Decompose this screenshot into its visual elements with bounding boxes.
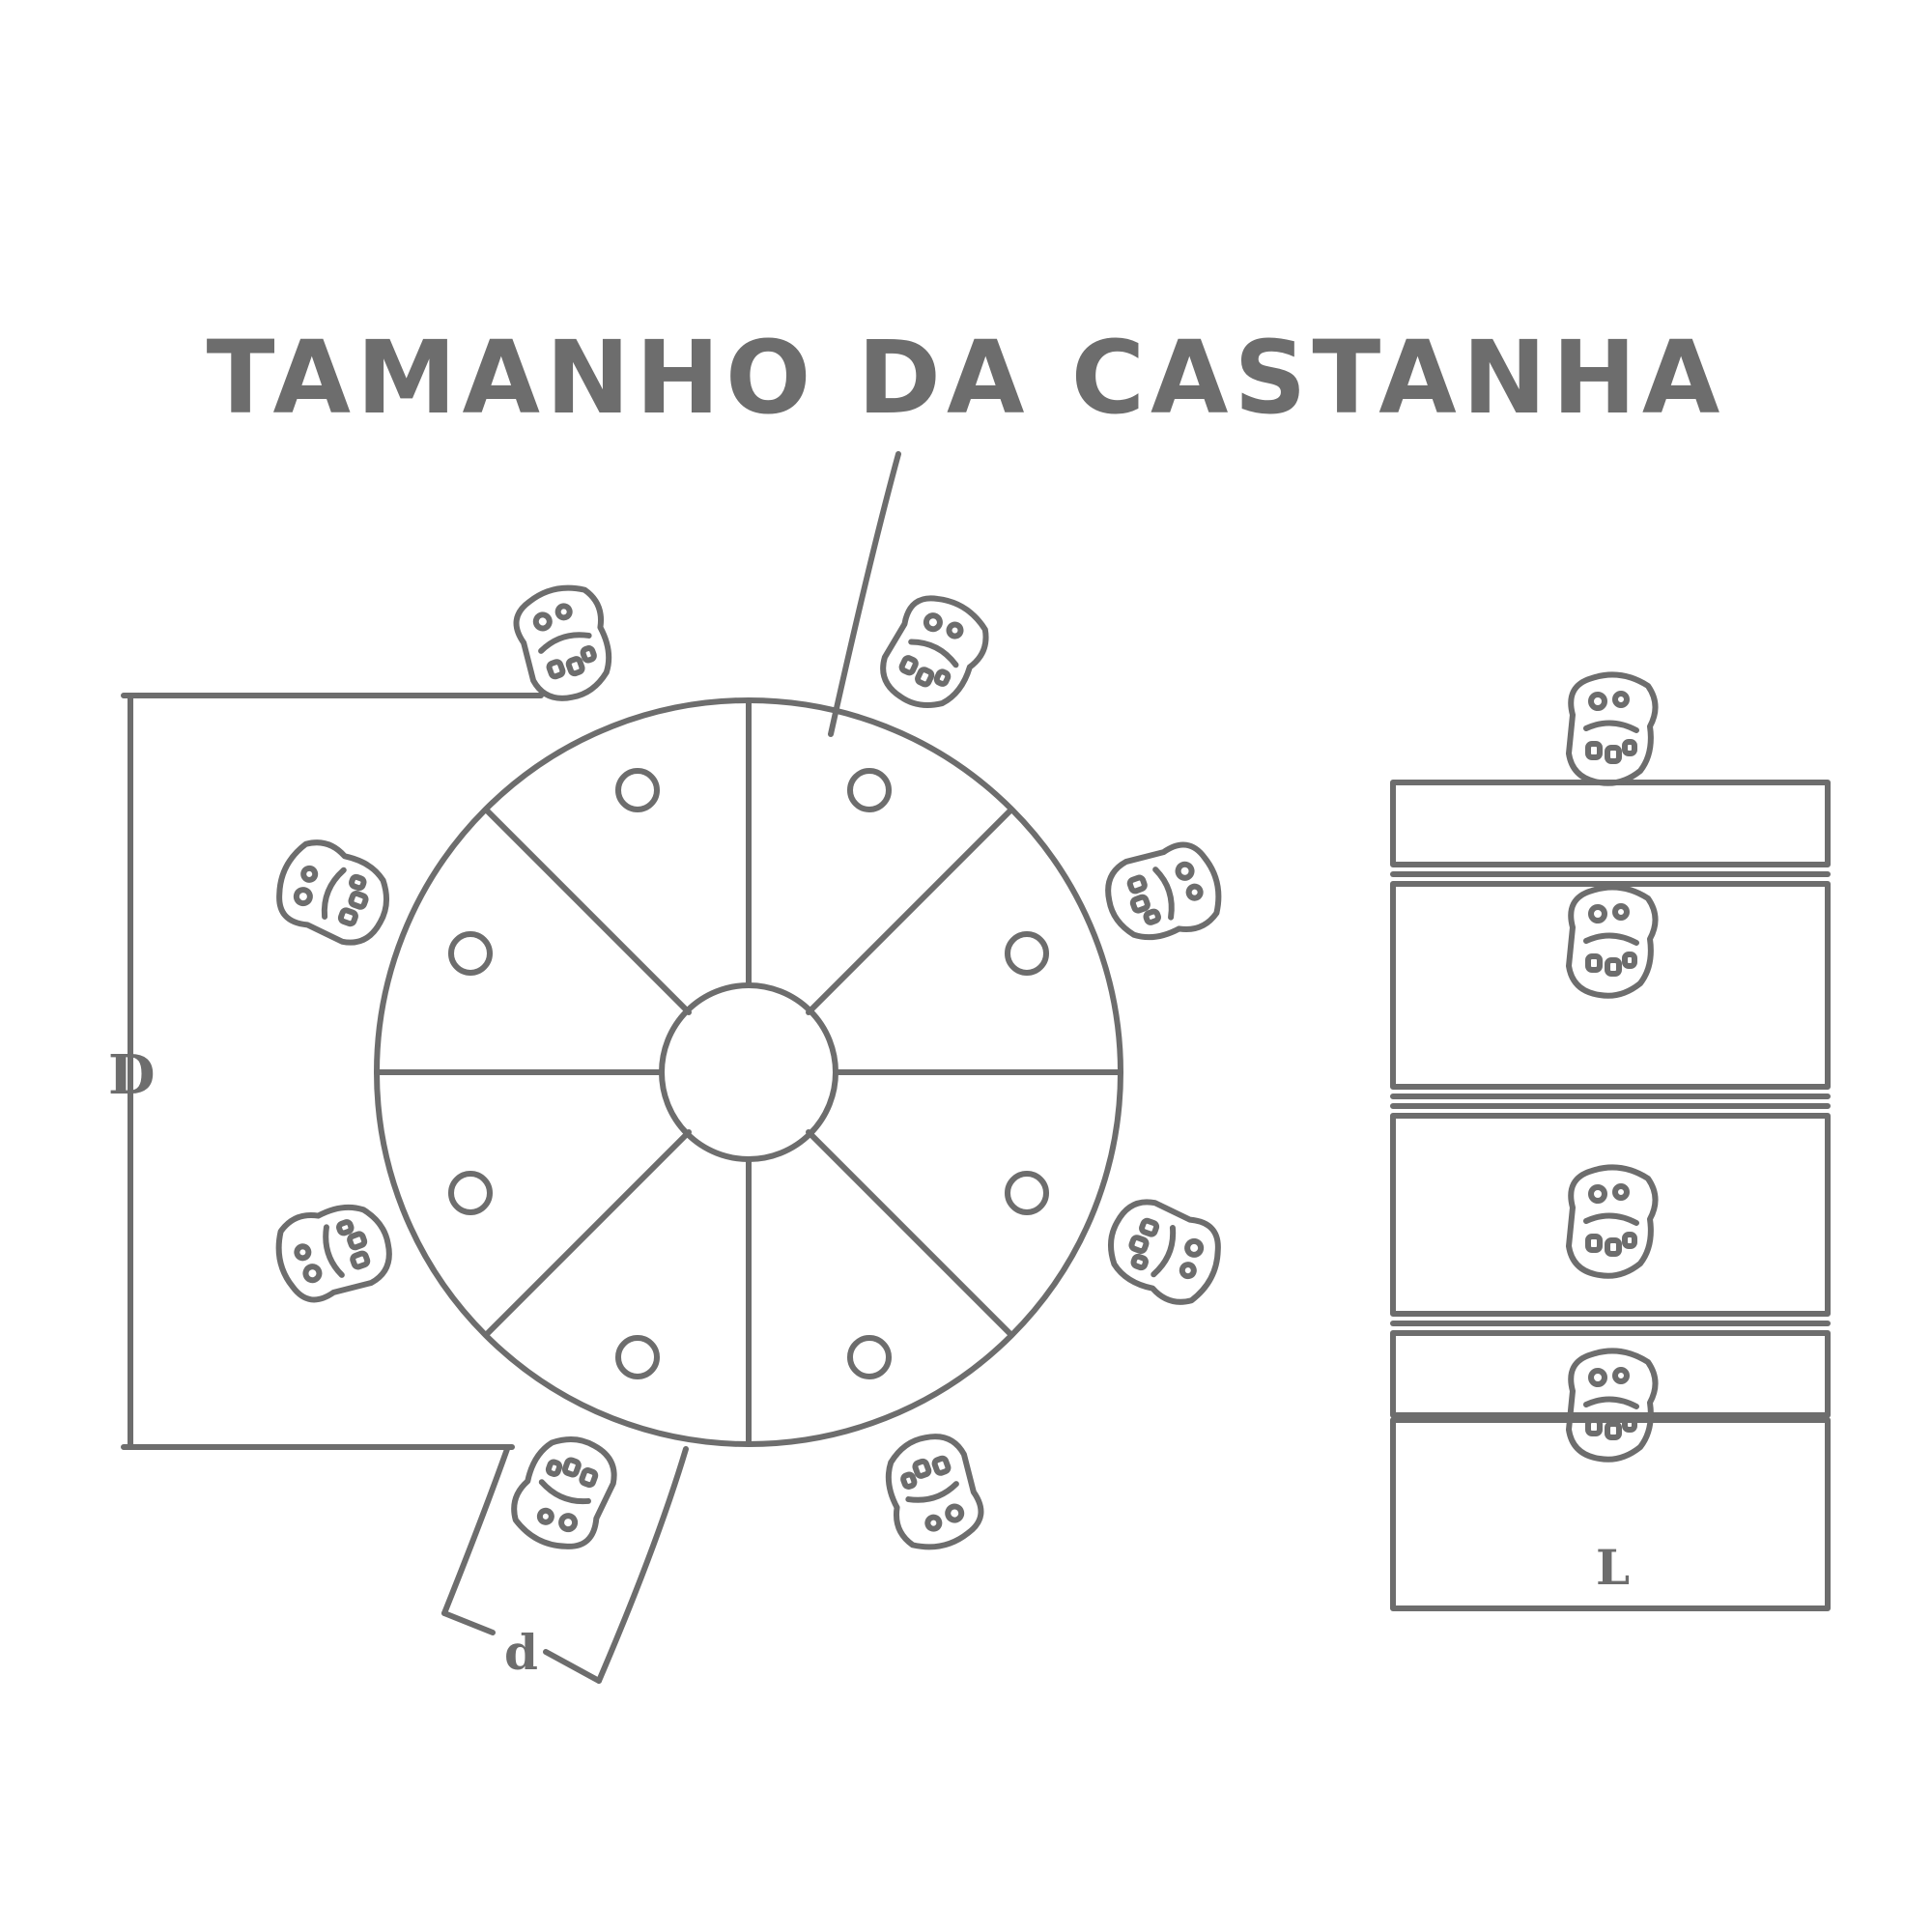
side-view	[1390, 780, 1831, 1611]
sector-dividers	[374, 697, 1123, 1447]
outer-diameter-label: D	[108, 1043, 156, 1107]
seed-diameter-label: d	[504, 1624, 538, 1681]
crab-figure-icon	[1569, 674, 1656, 1459]
sector-holes	[448, 768, 1049, 1379]
diagram-title: TAMANHO DA CASTANHA	[206, 319, 1726, 437]
length-label: L	[1596, 1539, 1630, 1596]
